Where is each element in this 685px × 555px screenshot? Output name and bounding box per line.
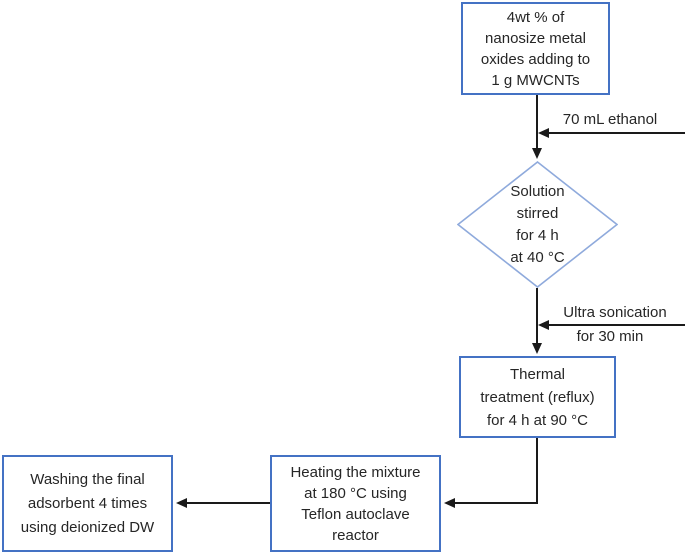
sonication-input-arrowhead [538,320,549,330]
node-thermal-treatment: Thermal treatment (reflux) for 4 h at 90… [459,356,616,438]
diamond-shape [457,161,618,288]
arrow-autoclave-to-washing-head [176,498,187,508]
edge-label-ethanol: 70 mL ethanol [562,111,658,128]
node-metal-oxides-text: 4wt % of nanosize metal oxides adding to… [480,8,591,89]
node-autoclave-heating: Heating the mixture at 180 °C using Tefl… [270,455,441,552]
ethanol-input-arrowhead [538,128,549,138]
node-washing-text: Washing the final adsorbent 4 times usin… [20,470,155,536]
arrow-mix-to-stir-head [532,148,542,159]
arrow-thermal-to-autoclave-head [444,498,455,508]
node-thermal-treatment-text: Thermal treatment (reflux) for 4 h at 90… [480,365,595,429]
node-autoclave-heating-text: Heating the mixture at 180 °C using Tefl… [290,463,421,544]
arrow-stir-to-thermal-head [532,343,542,354]
node-solution-stirred: Solution stirred for 4 h at 40 °C [457,161,618,288]
edge-label-ultra-sonication: Ultra sonication [563,304,667,321]
node-metal-oxides: 4wt % of nanosize metal oxides adding to… [461,2,610,95]
node-solution-stirred-text: Solution stirred for 4 h at 40 °C [510,182,565,266]
edge-label-for-30-min: for 30 min [576,328,644,345]
node-washing: Washing the final adsorbent 4 times usin… [2,455,173,552]
arrow-thermal-to-autoclave-line [448,438,538,504]
